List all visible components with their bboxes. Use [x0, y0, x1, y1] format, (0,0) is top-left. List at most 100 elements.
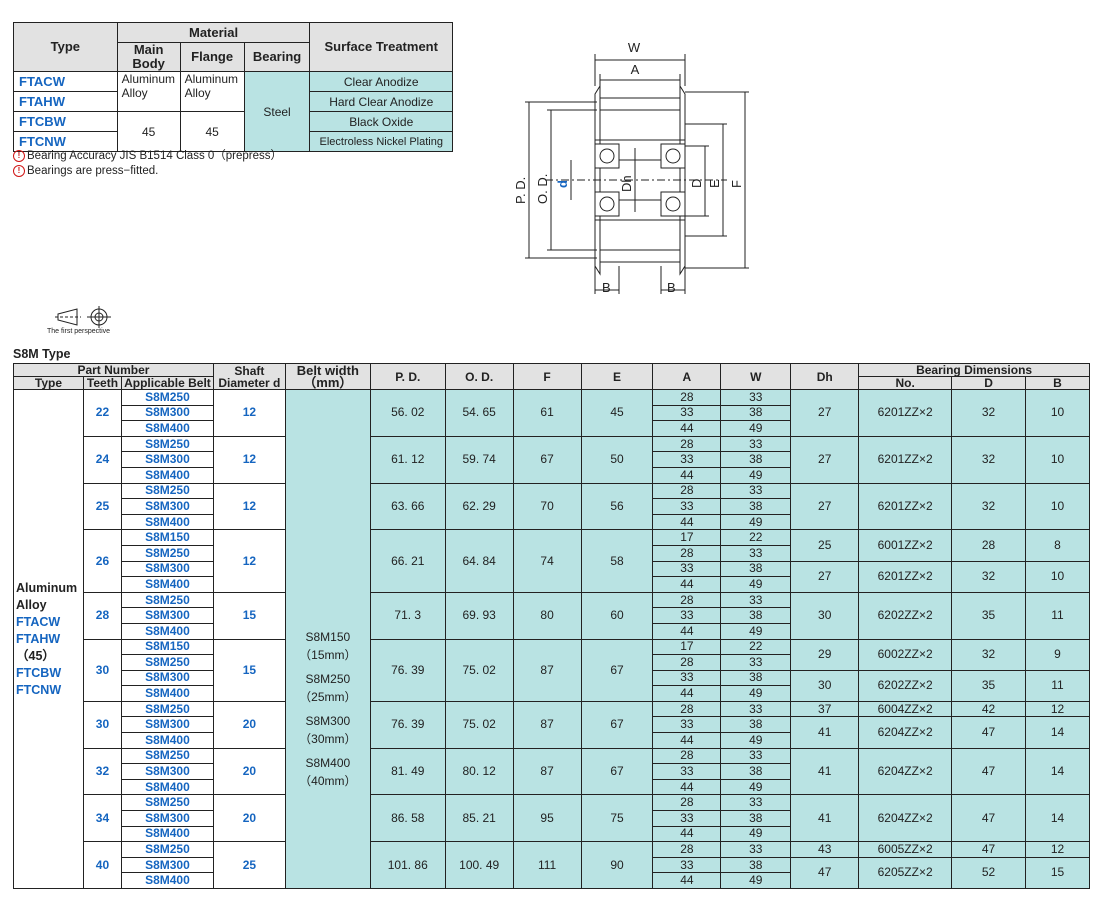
e-value: 75 — [580, 794, 654, 843]
e-value: 60 — [580, 591, 654, 640]
w-value: 38 — [720, 607, 792, 624]
type-code: FTCNW — [16, 682, 62, 697]
a-value: 44 — [652, 466, 722, 484]
applicable-belt: S8M250 — [120, 482, 214, 500]
header-type: Type — [13, 376, 84, 390]
type-code: FTAHW — [16, 631, 61, 646]
type-material-text: Alloy — [16, 597, 47, 612]
f-value: 87 — [512, 747, 582, 796]
note-press-fitted: !Bearings are press−fitted. — [13, 164, 158, 179]
teeth-value: 32 — [82, 747, 122, 796]
applicable-belt: S8M400 — [120, 466, 214, 484]
header-main-body: Main Body — [116, 42, 181, 72]
teeth-value: 34 — [82, 794, 122, 843]
a-value: 44 — [652, 685, 722, 702]
flange-material: 45 — [179, 111, 245, 152]
a-value: 33 — [652, 404, 722, 422]
bearing-d: 32 — [951, 435, 1026, 484]
od-value: 80. 12 — [444, 747, 514, 796]
bearing-b: 9 — [1024, 638, 1091, 671]
header-f: F — [512, 363, 582, 390]
f-value: 87 — [512, 700, 582, 749]
belt-width-item: S8M250（25mm） — [299, 672, 357, 704]
pd-value: 101. 86 — [369, 841, 446, 889]
applicable-belt: S8M300 — [120, 404, 214, 422]
a-value: 28 — [652, 654, 722, 671]
f-value: 95 — [512, 794, 582, 843]
bearing-no: 6205ZZ×2 — [858, 856, 953, 890]
w-value: 38 — [720, 560, 792, 578]
dim-label-b-left: B — [602, 280, 611, 295]
applicable-belt: S8M300 — [120, 560, 214, 578]
od-value: 75. 02 — [444, 700, 514, 749]
od-value: 100. 49 — [444, 841, 514, 889]
note-bearing-accuracy: !Bearing Accuracy JIS B1514 Class 0（prep… — [13, 149, 282, 164]
w-value: 22 — [720, 638, 792, 656]
shaft-diameter: 15 — [212, 638, 286, 702]
shaft-diameter: 20 — [212, 747, 286, 796]
f-value: 80 — [512, 591, 582, 640]
bearing-no: 6201ZZ×2 — [858, 435, 953, 484]
a-value: 28 — [652, 591, 722, 609]
teeth-value: 40 — [82, 841, 122, 889]
a-value: 44 — [652, 576, 722, 593]
bearing-b: 10 — [1024, 482, 1091, 531]
teeth-value: 30 — [82, 700, 122, 749]
od-value: 64. 84 — [444, 529, 514, 593]
table-title: S8M Type — [13, 347, 71, 361]
dh-value: 27 — [790, 482, 860, 531]
applicable-belt: S8M150 — [120, 638, 214, 656]
shaft-diameter: 12 — [212, 529, 286, 593]
w-value: 33 — [720, 841, 792, 858]
bearing-d: 32 — [951, 560, 1026, 593]
shaft-diameter: 20 — [212, 794, 286, 843]
type-code: FTAHW — [13, 91, 118, 112]
bearing-d: 47 — [951, 841, 1026, 858]
bearing-no: 6204ZZ×2 — [858, 747, 953, 796]
teeth-value: 24 — [82, 435, 122, 484]
type-code: FTCNW — [13, 131, 118, 152]
a-value: 33 — [652, 451, 722, 468]
shaft-diameter: 12 — [212, 389, 286, 437]
a-value: 33 — [652, 669, 722, 687]
e-value: 67 — [580, 638, 654, 702]
header-bearing: Bearing — [243, 42, 311, 72]
a-value: 44 — [652, 732, 722, 749]
dh-value: 43 — [790, 841, 860, 858]
w-value: 33 — [720, 435, 792, 453]
teeth-value: 30 — [82, 638, 122, 702]
applicable-belt: S8M250 — [120, 591, 214, 609]
dim-label-d: d — [555, 180, 570, 188]
e-value: 90 — [580, 841, 654, 889]
projection-symbol-icon — [55, 306, 111, 328]
dh-value: 27 — [790, 435, 860, 484]
applicable-belt: S8M300 — [120, 451, 214, 468]
a-value: 44 — [652, 622, 722, 640]
dim-label-a: A — [631, 62, 640, 77]
w-value: 33 — [720, 700, 792, 718]
teeth-value: 22 — [82, 389, 122, 437]
w-value: 38 — [720, 856, 792, 874]
header-bearing-no: No. — [858, 376, 953, 390]
applicable-belt: S8M300 — [120, 669, 214, 687]
type-code: FTACW — [13, 71, 118, 92]
pd-value: 66. 21 — [369, 529, 446, 593]
a-value: 33 — [652, 716, 722, 734]
header-a: A — [652, 363, 722, 390]
bearing-b: 11 — [1024, 591, 1091, 640]
f-value: 111 — [512, 841, 582, 889]
header-type: Type — [13, 22, 118, 72]
w-value: 49 — [720, 420, 792, 437]
bearing-b: 12 — [1024, 841, 1091, 858]
